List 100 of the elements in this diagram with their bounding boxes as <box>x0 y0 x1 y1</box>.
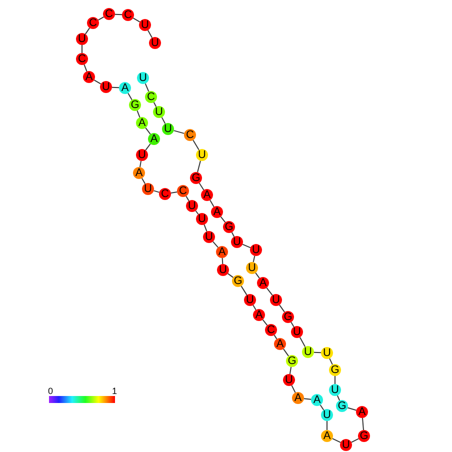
backbone-line <box>144 83 150 92</box>
backbone-line <box>266 287 273 296</box>
nucleotide-circle: A <box>211 206 223 218</box>
backbone-line <box>197 160 201 173</box>
nucleotide-circle: A <box>274 338 286 350</box>
backbone-line <box>289 366 292 375</box>
nucleotide-circle: U <box>153 106 165 118</box>
nucleotide-circle: G <box>129 99 141 111</box>
nucleotide-circle: A <box>253 309 265 321</box>
backbone-line <box>332 438 342 443</box>
nucleotide-circle: C <box>159 188 171 200</box>
nucleotide-circle: U <box>291 326 303 338</box>
backbone-line <box>136 110 140 118</box>
backbone-line <box>274 334 278 340</box>
nucleotide-circle: U <box>321 409 333 421</box>
nucleotide-circle: C <box>184 129 196 141</box>
nucleotide-circle: U <box>196 149 208 161</box>
nucleotide-circle: G <box>329 364 341 376</box>
backbone-line <box>98 16 104 21</box>
backbone-line <box>147 30 153 38</box>
backbone-line <box>336 395 340 401</box>
scale-tick-label: 0 <box>48 386 54 396</box>
nucleotide-circle: A <box>201 189 213 201</box>
backbone-line <box>170 191 178 194</box>
nucleotide-circle: A <box>216 246 228 258</box>
nucleotide-circle: A <box>292 392 304 404</box>
backbone-line <box>204 224 208 232</box>
backbone-line <box>210 200 214 208</box>
backbone-line <box>112 86 120 88</box>
backbone-line <box>252 255 256 263</box>
nucleotide-circle: U <box>283 374 295 386</box>
backbone-line <box>282 348 290 357</box>
backbone-line <box>220 216 226 223</box>
nucleotide-circle: G <box>223 221 235 233</box>
nucleotide-circle: G <box>286 355 298 367</box>
nucleotide-circle: A <box>133 167 145 179</box>
nucleotide-circle: U <box>136 149 148 161</box>
backbone-line <box>334 376 336 384</box>
nucleotide-circle: U <box>302 346 314 358</box>
nucleotide-circle: U <box>142 183 154 195</box>
nucleotide-circle: U <box>270 294 282 306</box>
nucleotide-circle: G <box>282 311 294 323</box>
backbone-line <box>299 336 306 348</box>
nucleotide-circle: C <box>76 53 88 65</box>
backbone-line <box>192 140 200 150</box>
backbone-line <box>173 130 185 134</box>
backbone-line <box>84 27 90 35</box>
backbone-line <box>161 116 166 124</box>
nucleotide-circle: C <box>87 17 99 29</box>
nucleotide-circle: U <box>231 236 243 248</box>
backbone-line <box>128 92 132 100</box>
nucleotide-circle: C <box>122 9 134 21</box>
backbone-line <box>240 286 248 296</box>
nucleotide-circle: C <box>103 8 115 20</box>
nucleotide-circle: A <box>136 117 148 129</box>
nucleotide-circle: U <box>246 262 258 274</box>
nucleotide-circle: U <box>139 19 151 31</box>
nucleotide-circle: U <box>186 200 198 212</box>
backbone-line <box>145 143 151 151</box>
backbone-line <box>84 64 88 72</box>
nucleotide-circle: U <box>162 123 174 135</box>
backbone-line <box>94 80 102 84</box>
nucleotide-circle: G <box>358 430 370 442</box>
backbone-line <box>255 272 260 279</box>
nucleotide-circle: A <box>148 133 160 145</box>
backbone-line <box>303 398 312 400</box>
nucleotide-circle: C <box>265 324 277 336</box>
backbone-line <box>278 304 286 313</box>
nucleotide-circle: A <box>119 82 131 94</box>
backbone-line <box>198 182 204 190</box>
backbone-line <box>222 258 224 264</box>
backbone-line <box>212 241 219 248</box>
nucleotide-circle: U <box>217 264 229 276</box>
backbone-line <box>320 404 324 410</box>
nucleotide-circle: U <box>149 37 161 49</box>
nucleotide-circle: C <box>177 185 189 197</box>
nucleotide-circle: A <box>83 71 95 83</box>
nucleotide-circle: U <box>196 213 208 225</box>
scale-tick-label: 1 <box>112 386 118 396</box>
nucleotide-circle: U <box>76 33 88 45</box>
nucleotide-circle: U <box>321 347 333 359</box>
nucleotide-circle: A <box>321 430 333 442</box>
nucleotide-circle: G <box>336 400 348 412</box>
backbone-line <box>141 178 146 184</box>
nucleotide-circle: A <box>257 277 269 289</box>
backbone-line <box>114 14 122 16</box>
nucleotide-circle: U <box>203 231 215 243</box>
backbone-line <box>314 352 322 354</box>
backbone-line <box>145 127 151 135</box>
nucleotide-circle: A <box>356 406 368 418</box>
nucleotide-circle: U <box>137 72 149 84</box>
backbone-line <box>242 244 251 248</box>
nucleotide-circle: A <box>311 394 323 406</box>
backbone-line <box>326 420 328 430</box>
nucleotide-circle: U <box>100 81 112 93</box>
nucleotide-circle: C <box>145 91 157 103</box>
nucleotide-circle: U <box>340 439 352 451</box>
backbone-line <box>262 319 268 326</box>
backbone-line <box>227 273 234 278</box>
backbone-line <box>362 417 364 431</box>
